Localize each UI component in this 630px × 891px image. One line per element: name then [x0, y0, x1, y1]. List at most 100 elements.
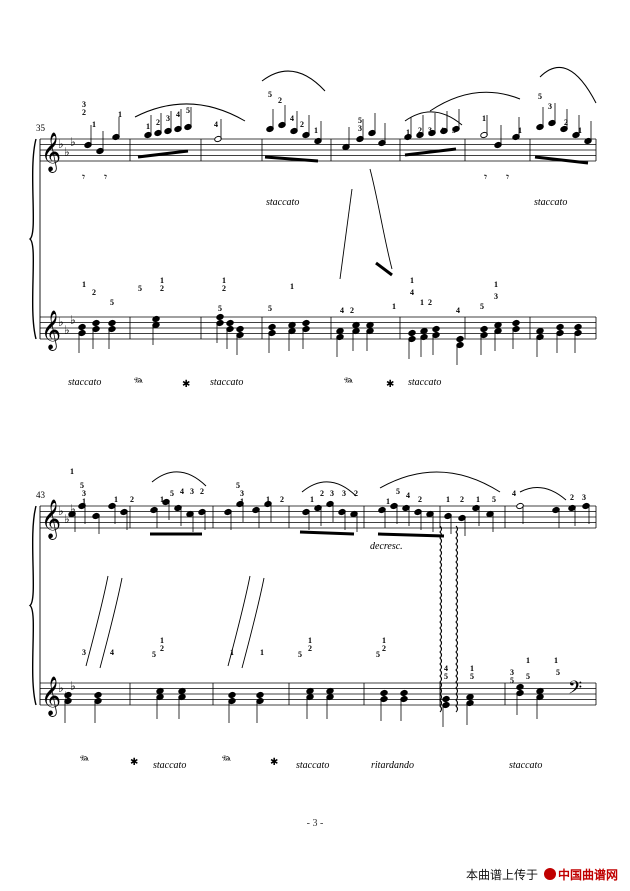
note-head — [174, 504, 182, 512]
expression-text: ritardando — [371, 760, 414, 771]
fingering-number: 2 — [200, 487, 204, 496]
fingering-number: 3 — [190, 487, 194, 496]
beam — [377, 532, 445, 538]
note-head — [78, 323, 86, 331]
note-head — [68, 510, 76, 518]
pedal-down-icon: 𝆮 — [80, 753, 89, 769]
fingering-number: 5 — [452, 126, 456, 135]
fingering-number: 1 — [260, 648, 264, 657]
slur — [539, 67, 597, 104]
fingering-number: 5 — [470, 672, 474, 681]
fingering-number: 3 — [494, 292, 498, 301]
fingering-number: 1 — [382, 636, 386, 645]
expression-text: staccato — [408, 377, 442, 388]
beam — [264, 155, 319, 163]
fingering-number: 1 — [554, 656, 558, 665]
fingering-number: 5 — [480, 302, 484, 311]
note-head — [64, 691, 72, 699]
slur — [429, 91, 521, 112]
page-number: - 3 - — [306, 818, 324, 829]
fingering-number: 4 — [340, 306, 344, 315]
note-head — [236, 500, 244, 508]
fingering-number: 5 — [526, 672, 530, 681]
fingering-number: 2 — [280, 495, 284, 504]
arpeggio-wave — [455, 525, 459, 713]
fingering-number: 1 — [410, 276, 414, 285]
fingering-number: 1 — [392, 302, 396, 311]
fingering-number: 4 — [290, 114, 294, 123]
note-head — [366, 321, 374, 329]
fingering-number: 4 — [512, 489, 516, 498]
note-head — [92, 319, 100, 327]
footer-prefix: 本曲谱上传于 — [465, 868, 538, 882]
expression-text: staccato — [296, 760, 330, 771]
note-head — [472, 504, 480, 512]
fingering-number: 2 — [418, 495, 422, 504]
bass-clef: 𝄢 — [568, 678, 582, 703]
note-head — [574, 323, 582, 331]
expression-text: staccato — [534, 197, 568, 208]
fingering-number: 2 — [160, 644, 164, 653]
fingering-number: 3 — [428, 126, 432, 135]
note-head — [352, 321, 360, 329]
note-head — [78, 502, 86, 510]
note-head — [458, 514, 466, 522]
note-head — [326, 687, 334, 695]
note-head — [512, 319, 520, 327]
note-head — [390, 502, 398, 510]
eighth-rest: 𝄾 — [104, 170, 107, 184]
fingering-number: 4 — [444, 664, 448, 673]
fingering-number: 2 — [300, 120, 304, 129]
fingering-number: 5 — [538, 92, 542, 101]
fingering-number: 4 — [410, 288, 414, 297]
site-logo-icon — [543, 868, 556, 880]
pedal-up-icon: ✱ — [182, 379, 190, 390]
note-head — [108, 319, 116, 327]
fingering-number: 1 — [222, 276, 226, 285]
measure-number: 43 — [36, 490, 45, 500]
fingering-number: 4 — [406, 491, 410, 500]
fingering-number: 1 — [146, 122, 150, 131]
fingering-number: 4 — [110, 648, 114, 657]
fingering-number: 2 — [278, 96, 282, 105]
note-head — [582, 502, 590, 510]
fingering-number: 2 — [222, 284, 226, 293]
treble-clef: 𝄞 — [41, 499, 61, 540]
fingering-number: 3 — [82, 489, 86, 498]
note-head — [228, 691, 236, 699]
fingering-number: 5 — [186, 106, 190, 115]
cross-staff-line — [99, 577, 123, 669]
note-head — [536, 687, 544, 695]
note-head — [338, 508, 346, 516]
note-head — [568, 504, 576, 512]
pedal-up-icon: ✱ — [130, 757, 138, 768]
fingering-number: 5 — [138, 284, 142, 293]
fingering-number: 3 — [330, 489, 334, 498]
fingering-number: 3 — [166, 114, 170, 123]
note-head — [198, 508, 206, 516]
fingering-number: 5 — [268, 304, 272, 313]
fingering-number: 5 — [510, 676, 514, 685]
note-head — [480, 325, 488, 333]
fingering-number: 4 — [176, 110, 180, 119]
fingering-number: 1 — [240, 497, 244, 506]
flat-sign: ♭ — [58, 315, 64, 329]
pedal-down-icon: 𝆮 — [344, 375, 353, 391]
fingering-number: 5 — [170, 489, 174, 498]
expression-text: staccato — [266, 197, 300, 208]
flat-sign: ♭ — [64, 145, 70, 159]
expression-text: staccato — [153, 760, 187, 771]
note-head — [486, 510, 494, 518]
note-head — [400, 689, 408, 697]
note-head — [256, 691, 264, 699]
fingering-number: 1 — [446, 495, 450, 504]
slur — [151, 471, 207, 487]
note-head — [162, 498, 170, 506]
pedal-down-icon: 𝆮 — [134, 375, 143, 391]
note-head — [402, 504, 410, 512]
pedal-down-icon: 𝆮 — [222, 753, 231, 769]
treble-clef: 𝄞 — [41, 676, 61, 717]
fingering-number: 5 — [376, 650, 380, 659]
slur — [519, 487, 567, 501]
